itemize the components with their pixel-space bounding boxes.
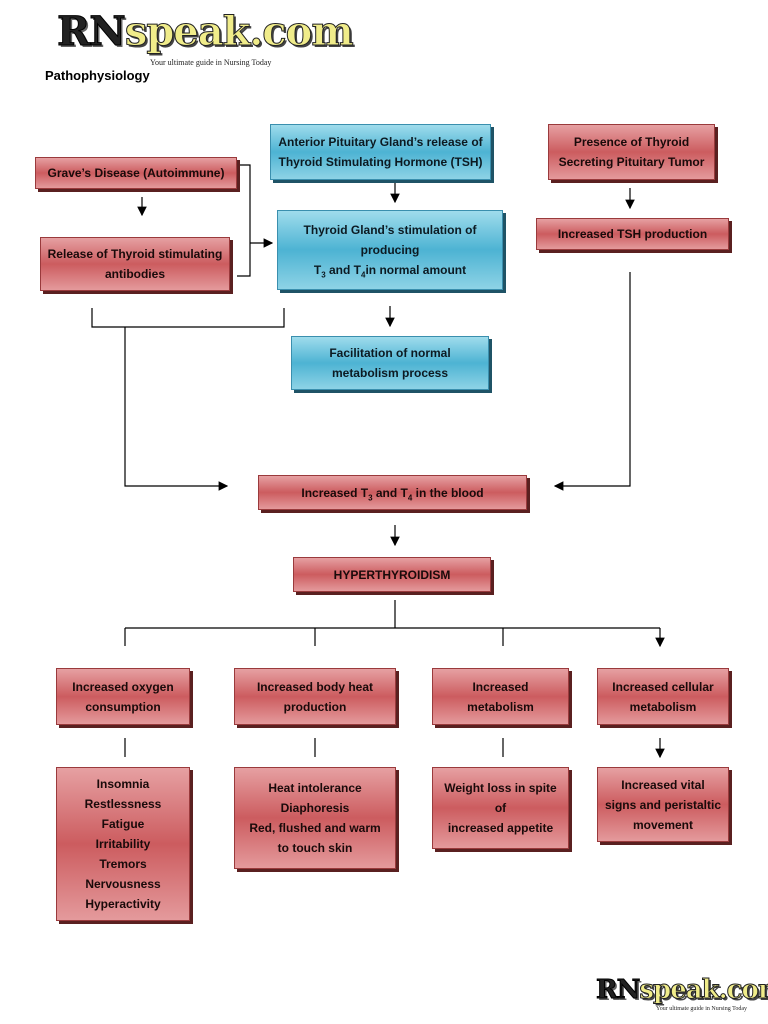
node-graves: Grave’s Disease (Autoimmune) [35, 157, 237, 189]
symptom: Irritability [95, 837, 151, 851]
logo-tagline: Your ultimate guide in Nursing Today [150, 58, 272, 67]
symptom: Heat intolerance [268, 781, 362, 795]
line-left-to-blood [124, 327, 229, 491]
line-right-to-blood [553, 272, 631, 491]
bracket-graves [237, 164, 251, 277]
footer-logo: RNspeak.com [595, 975, 768, 1006]
symptom: Weight loss in spite [444, 781, 557, 795]
node-thyroid-stimulation: Thyroid Gland’s stimulation of producing… [277, 210, 503, 290]
symptom: Restlessness [84, 797, 162, 811]
symptom: signs and peristaltic [604, 797, 722, 812]
footer-tagline: Your ultimate guide in Nursing Today [656, 1006, 748, 1012]
symptom: Nervousness [85, 877, 161, 891]
node-symptoms: Weight loss in spite of increased appetite [432, 767, 569, 849]
symptom: Tremors [99, 857, 147, 871]
bracket-left [91, 308, 285, 328]
symptom: Hyperactivity [85, 897, 161, 911]
branch-line [125, 600, 660, 629]
symptom: movement [632, 817, 694, 832]
symptom: Red, flushed and warm [249, 821, 381, 835]
symptom: Fatigue [101, 817, 145, 831]
node-hyperthyroidism: HYPERTHYROIDISM [293, 557, 491, 592]
symptom: increased appetite [447, 821, 554, 835]
logo: RNspeak.com [57, 8, 355, 56]
symptom: to touch skin [277, 841, 353, 855]
node-symptoms: Increased vital signs and peristaltic move… [597, 767, 729, 842]
symptom: Diaphoresis [280, 801, 350, 815]
node-blood: Increased T3 and T4 in the blood [258, 475, 527, 510]
symptom: Increased vital [621, 777, 705, 792]
node-tsh: Increased TSH production [536, 218, 729, 250]
symptom: of [494, 801, 507, 815]
symptom: Insomnia [96, 777, 150, 791]
section-title: Pathophysiology [45, 68, 150, 83]
